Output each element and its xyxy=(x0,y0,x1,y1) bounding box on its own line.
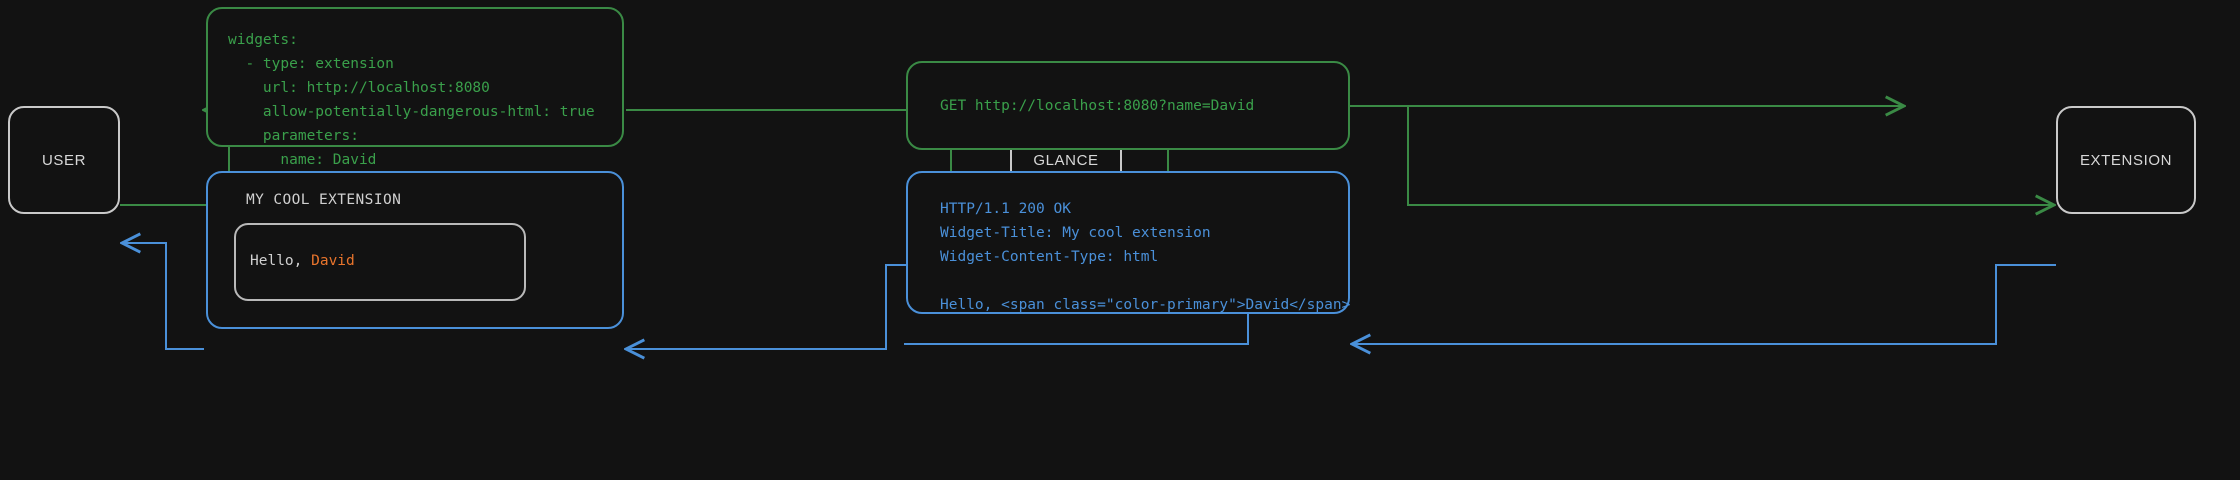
node-extension-label: EXTENSION xyxy=(2079,151,2173,169)
bubble-rendered-widget: MY COOL EXTENSION Hello, David xyxy=(206,171,624,329)
node-user[interactable]: USER xyxy=(8,106,120,214)
wire-extension-to-response xyxy=(1352,264,2056,344)
http-request-code: GET http://localhost:8080?name=David xyxy=(940,98,1255,114)
wire-render-to-user xyxy=(122,243,204,350)
node-user-label: USER xyxy=(41,151,87,169)
config-yaml-code: widgets: - type: extension url: http://l… xyxy=(228,32,595,168)
widget-title: MY COOL EXTENSION xyxy=(246,192,402,208)
bubble-http-request: GET http://localhost:8080?name=David xyxy=(906,61,1350,150)
bubble-config-yaml: widgets: - type: extension url: http://l… xyxy=(206,7,624,168)
node-extension[interactable]: EXTENSION xyxy=(2056,106,2196,214)
widget-name-accent: David xyxy=(311,253,355,269)
widget-greeting-text: Hello, xyxy=(250,253,312,269)
wire-request-to-extension xyxy=(1352,105,2054,205)
widget-content-box: Hello, David xyxy=(234,223,526,301)
http-response-code: HTTP/1.1 200 OK Widget-Title: My cool ex… xyxy=(940,201,1351,313)
widget-greeting-line: Hello, David xyxy=(250,253,355,269)
bubble-http-response: HTTP/1.1 200 OK Widget-Title: My cool ex… xyxy=(906,171,1350,314)
node-glance-label: GLANCE xyxy=(1033,151,1099,169)
